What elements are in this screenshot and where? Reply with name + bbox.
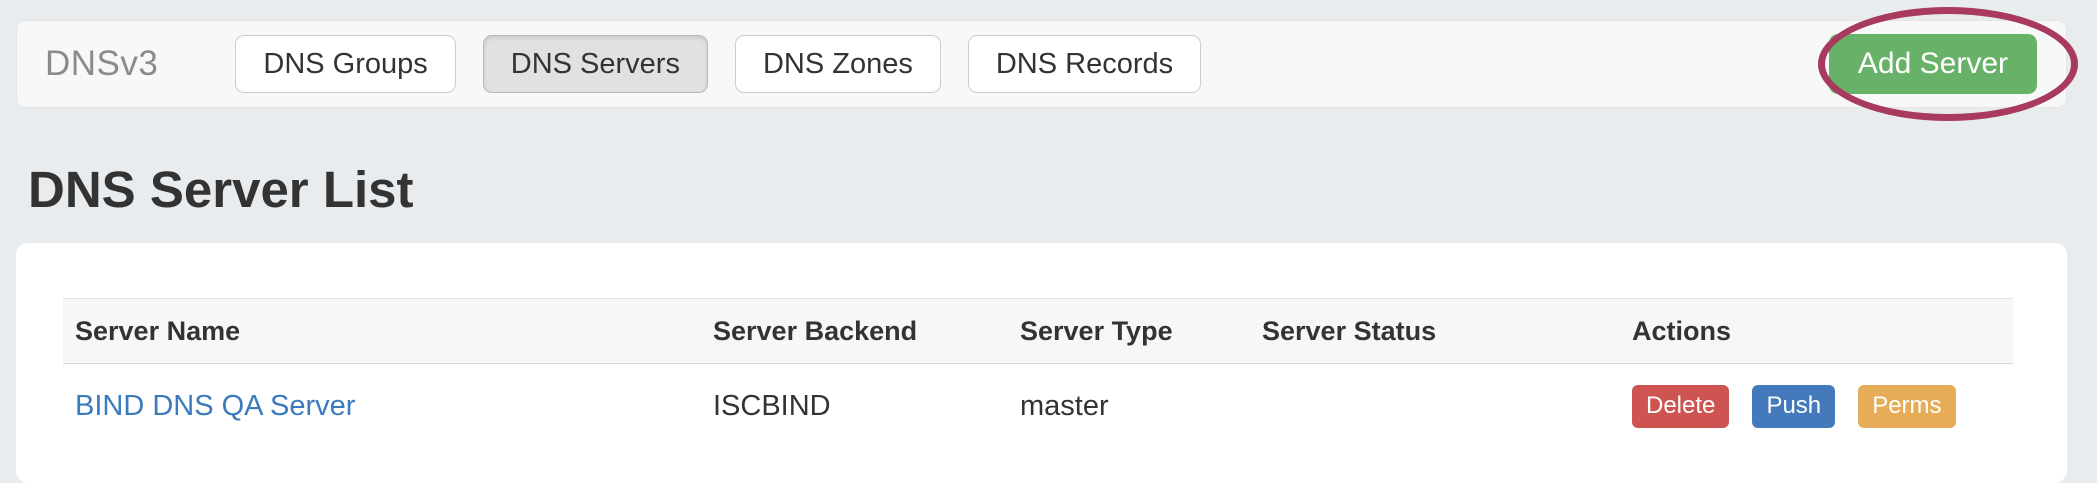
- server-table: Server Name Server Backend Server Type S…: [63, 298, 2013, 446]
- navbar: DNSv3 DNS Groups DNS Servers DNS Zones D…: [16, 20, 2067, 108]
- col-header-server-name: Server Name: [63, 298, 701, 364]
- cell-actions: Delete Push Perms: [1620, 364, 2013, 447]
- tab-dns-records[interactable]: DNS Records: [967, 35, 1202, 93]
- delete-button[interactable]: Delete: [1632, 385, 1730, 428]
- cell-server-type: master: [1020, 390, 1109, 422]
- add-server-button[interactable]: Add Server: [1828, 34, 2037, 94]
- table-row: BIND DNS QA Server ISCBIND master Delete…: [63, 364, 2013, 447]
- nav-tabs: DNS Groups DNS Servers DNS Zones DNS Rec…: [235, 35, 1202, 93]
- perms-button[interactable]: Perms: [1858, 385, 1956, 428]
- app-brand: DNSv3: [45, 44, 159, 83]
- col-header-actions: Actions: [1620, 298, 2013, 364]
- cell-server-backend: ISCBIND: [713, 390, 831, 422]
- page-title: DNS Server List: [28, 161, 414, 218]
- server-list-card: Server Name Server Backend Server Type S…: [16, 243, 2067, 483]
- tab-dns-servers[interactable]: DNS Servers: [482, 35, 708, 93]
- col-header-server-type: Server Type: [1008, 298, 1250, 364]
- server-name-link[interactable]: BIND DNS QA Server: [75, 390, 356, 422]
- col-header-server-status: Server Status: [1250, 298, 1620, 364]
- tab-dns-groups[interactable]: DNS Groups: [235, 35, 456, 93]
- tab-dns-zones[interactable]: DNS Zones: [734, 35, 941, 93]
- server-table-wrap: Server Name Server Backend Server Type S…: [63, 298, 2013, 446]
- push-button[interactable]: Push: [1752, 385, 1836, 428]
- cell-server-status: [1250, 364, 1620, 447]
- table-header-row: Server Name Server Backend Server Type S…: [63, 298, 2013, 364]
- cell-server-name: BIND DNS QA Server: [63, 364, 701, 447]
- col-header-server-backend: Server Backend: [701, 298, 1008, 364]
